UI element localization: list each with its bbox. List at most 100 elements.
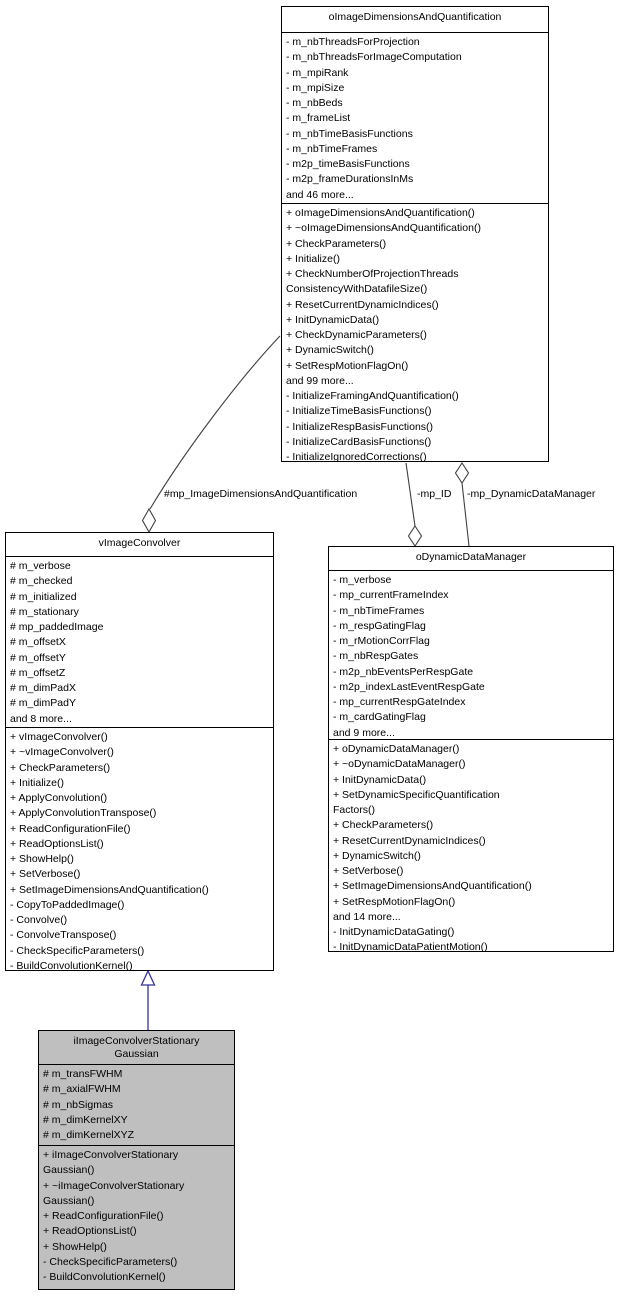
member-line: + DynamicSwitch() bbox=[333, 849, 421, 862]
open-triangle-arrow-icon bbox=[140, 969, 156, 986]
member-line: - m_respGatingFlag bbox=[333, 619, 426, 632]
member-line: # m_offsetZ bbox=[10, 666, 66, 679]
member-line: + ShowHelp() bbox=[43, 1240, 107, 1253]
member-line: + ~vImageConvolver() bbox=[10, 746, 114, 759]
aggregation-edge-mp-imagedimensions bbox=[149, 335, 281, 510]
edge-label-mp-dynamicdatamanager: -mp_DynamicDataManager bbox=[467, 488, 596, 500]
class-title[interactable]: vImageConvolver bbox=[98, 537, 181, 549]
class-box-vimageconvolver[interactable]: vImageConvolver # m_verbose # m_checked # … bbox=[5, 532, 274, 972]
member-line: # mp_paddedImage bbox=[10, 621, 104, 633]
open-diamond-icon bbox=[454, 461, 470, 485]
member-line: - m_nbBeds bbox=[286, 97, 343, 109]
class-box-odynamicdatamanager[interactable]: oDynamicDataManager - m_verbose - mp_curr… bbox=[328, 546, 614, 953]
member-line: + vImageConvolver() bbox=[10, 731, 108, 743]
member-line: + InitDynamicData() bbox=[333, 773, 427, 786]
member-line: + Initialize() bbox=[10, 776, 64, 789]
member-line: and 8 more... bbox=[10, 712, 72, 725]
edge-label-mp-imagedimensionsandquantification: #mp_ImageDimensionsAndQuantification bbox=[164, 488, 358, 500]
member-line: - m2p_indexLastEventRespGate bbox=[333, 680, 485, 693]
member-line: + CheckParameters() bbox=[286, 237, 387, 250]
member-line: - m_nbTimeBasisFunctions bbox=[286, 127, 413, 140]
member-line: + iImageConvolverStationary bbox=[43, 1149, 179, 1161]
member-line: + SetDynamicSpecificQuantification bbox=[333, 788, 500, 801]
member-line: - m_rMotionCorrFlag bbox=[333, 635, 430, 647]
member-line: - m_nbRespGates bbox=[333, 650, 419, 663]
member-line: - mp_currentRespGateIndex bbox=[333, 696, 466, 708]
member-line: + ReadConfigurationFile() bbox=[43, 1210, 164, 1222]
member-line: # m_nbSigmas bbox=[43, 1098, 114, 1111]
member-line: - m_nbTimeFrames bbox=[286, 142, 378, 155]
member-line: - InitializeTimeBasisFunctions() bbox=[286, 405, 432, 418]
class-title: iImageConvolverStationary Gaussian bbox=[73, 1035, 200, 1060]
aggregation-edge-mp-id bbox=[405, 462, 416, 527]
class-title[interactable]: oImageDimensionsAndQuantification bbox=[328, 11, 502, 23]
member-line: Gaussian() bbox=[43, 1194, 95, 1207]
member-line: - m_frameList bbox=[286, 112, 351, 125]
member-line: + InitDynamicData() bbox=[286, 313, 380, 326]
member-line: and 9 more... bbox=[333, 726, 395, 739]
aggregation-edge-mp-dynamicdatamanager bbox=[461, 482, 470, 547]
member-line: + ReadOptionsList() bbox=[10, 837, 104, 850]
attributes-section: - m_verbose - mp_currentFrameIndex - m_nbT… bbox=[329, 570, 613, 739]
methods-section: + oImageDimensionsAndQuantification()+ ~… bbox=[282, 203, 548, 463]
member-line: + ReadConfigurationFile() bbox=[10, 822, 131, 835]
member-line: + ~oDynamicDataManager() bbox=[333, 758, 466, 771]
member-line: + SetRespMotionFlagOn() bbox=[333, 895, 456, 908]
member-line: + CheckDynamicParameters() bbox=[286, 329, 427, 341]
member-line: - m2p_timeBasisFunctions bbox=[286, 158, 410, 170]
member-line: - InitializeFramingAndQuantification() bbox=[286, 390, 459, 402]
member-line: + ReadOptionsList() bbox=[43, 1225, 137, 1238]
class-box-iimageconvolverstationarygaussian[interactable]: iImageConvolverStationary Gaussian # m_t… bbox=[38, 1030, 235, 1290]
member-line: + ShowHelp() bbox=[10, 853, 74, 865]
member-line: # m_offsetX bbox=[10, 636, 66, 649]
member-line: - m_mpiRank bbox=[286, 66, 349, 79]
member-line: + DynamicSwitch() bbox=[286, 344, 374, 357]
member-line: # m_initialized bbox=[10, 590, 77, 603]
member-line: + SetRespMotionFlagOn() bbox=[286, 359, 409, 372]
member-line: - m2p_frameDurationsInMs bbox=[286, 173, 414, 186]
member-line: - m_verbose bbox=[333, 574, 392, 586]
member-line: + Initialize() bbox=[286, 252, 340, 265]
member-line: + SetImageDimensionsAndQuantification() bbox=[10, 883, 209, 896]
open-diamond-icon bbox=[141, 507, 157, 534]
member-line: - m_mpiSize bbox=[286, 81, 345, 94]
member-line: and 14 more... bbox=[333, 910, 401, 923]
member-line: + ~iImageConvolverStationary bbox=[43, 1179, 185, 1192]
member-line: + ResetCurrentDynamicIndices() bbox=[333, 834, 486, 847]
member-line: # m_dimPadY bbox=[10, 697, 76, 710]
member-line: - m_cardGatingFlag bbox=[333, 711, 426, 724]
member-line: Gaussian() bbox=[43, 1164, 95, 1177]
member-line: - BuildConvolutionKernel() bbox=[10, 959, 133, 972]
member-line: # m_dimPadX bbox=[10, 682, 76, 694]
member-line: # m_offsetY bbox=[10, 651, 66, 664]
open-diamond-icon bbox=[407, 524, 423, 548]
member-line: + ~oImageDimensionsAndQuantification() bbox=[286, 222, 481, 235]
member-line: - InitializeCardBasisFunctions() bbox=[286, 435, 432, 448]
member-line: # m_stationary bbox=[10, 605, 79, 618]
class-title[interactable]: oDynamicDataManager bbox=[415, 551, 527, 563]
member-line: # m_verbose bbox=[10, 560, 71, 572]
member-line: # m_checked bbox=[10, 575, 73, 588]
member-line: - InitializeIgnoredCorrections() bbox=[286, 451, 427, 463]
methods-section: + oDynamicDataManager()+ ~oDynamicDataMa… bbox=[329, 739, 613, 953]
member-line: - m_nbTimeFrames bbox=[333, 604, 425, 617]
attributes-section: - m_nbThreadsForProjection - m_nbThreadsF… bbox=[282, 32, 548, 203]
member-line: + SetImageDimensionsAndQuantification() bbox=[333, 880, 532, 893]
member-line: + ResetCurrentDynamicIndices() bbox=[286, 298, 439, 311]
member-line: + SetVerbose() bbox=[10, 868, 81, 881]
member-line: # m_dimKernelXY bbox=[43, 1113, 128, 1126]
member-line: - InitializeRespBasisFunctions() bbox=[286, 420, 434, 433]
member-line: + CheckParameters() bbox=[333, 819, 434, 832]
edge-label-mp-id: -mp_ID bbox=[417, 488, 452, 500]
member-line: + ApplyConvolutionTranspose() bbox=[10, 807, 157, 820]
member-line: # m_transFWHM bbox=[43, 1068, 123, 1080]
member-line: # m_axialFWHM bbox=[43, 1083, 121, 1096]
member-line: - m_nbThreadsForProjection bbox=[286, 36, 420, 48]
member-line: - m_nbThreadsForImageComputation bbox=[286, 51, 462, 64]
member-line: - mp_currentFrameIndex bbox=[333, 589, 449, 602]
member-line: and 46 more... bbox=[286, 188, 354, 201]
class-box-oimagedimensionsandquantification[interactable]: oImageDimensionsAndQuantification - m_nb… bbox=[281, 6, 549, 463]
